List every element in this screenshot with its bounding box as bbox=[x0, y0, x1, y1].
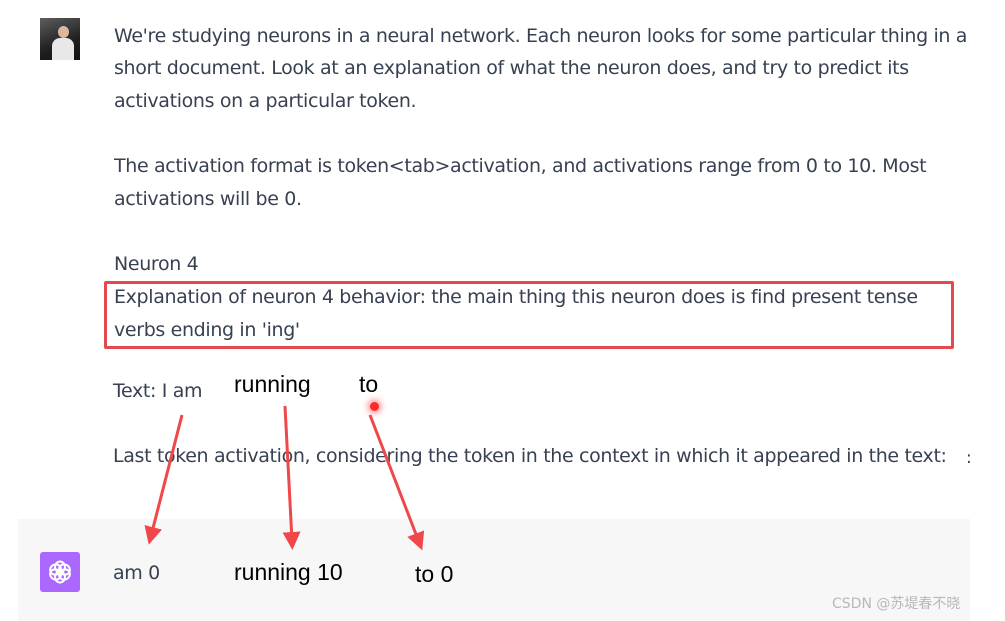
text-prefix: Text: I am bbox=[113, 380, 203, 402]
prompt-line-4: The activation format is token<tab>activ… bbox=[114, 155, 927, 177]
arrow-running bbox=[282, 405, 301, 550]
explanation-line-1: Explanation of neuron 4 behavior: the ma… bbox=[114, 286, 918, 308]
stray-char: : bbox=[966, 448, 972, 468]
assistant-message-row bbox=[18, 519, 970, 621]
prompt-line-3: activations on a particular token. bbox=[114, 90, 417, 112]
annotation-to: to bbox=[359, 371, 379, 397]
neuron-label: Neuron 4 bbox=[114, 253, 199, 275]
chatgpt-logo-icon bbox=[40, 552, 80, 592]
user-avatar bbox=[40, 18, 80, 60]
assistant-response: am 0 bbox=[113, 562, 160, 584]
arrow-am bbox=[144, 414, 184, 545]
prompt-line-2: short document. Look at an explanation o… bbox=[114, 57, 909, 79]
annotation-to-result: to 0 bbox=[415, 561, 454, 587]
annotation-running: running bbox=[234, 371, 311, 397]
arrow-to bbox=[368, 414, 425, 551]
prompt-line-5: activations will be 0. bbox=[114, 188, 302, 210]
explanation-highlight-box bbox=[104, 281, 954, 349]
watermark: CSDN @苏堤春不晓 bbox=[832, 596, 961, 612]
annotation-running-result: running 10 bbox=[234, 559, 343, 585]
explanation-line-2: verbs ending in 'ing' bbox=[114, 319, 300, 341]
cursor-dot bbox=[370, 402, 379, 411]
last-token-prompt: Last token activation, considering the t… bbox=[113, 445, 947, 467]
prompt-line-1: We're studying neurons in a neural netwo… bbox=[114, 25, 968, 47]
